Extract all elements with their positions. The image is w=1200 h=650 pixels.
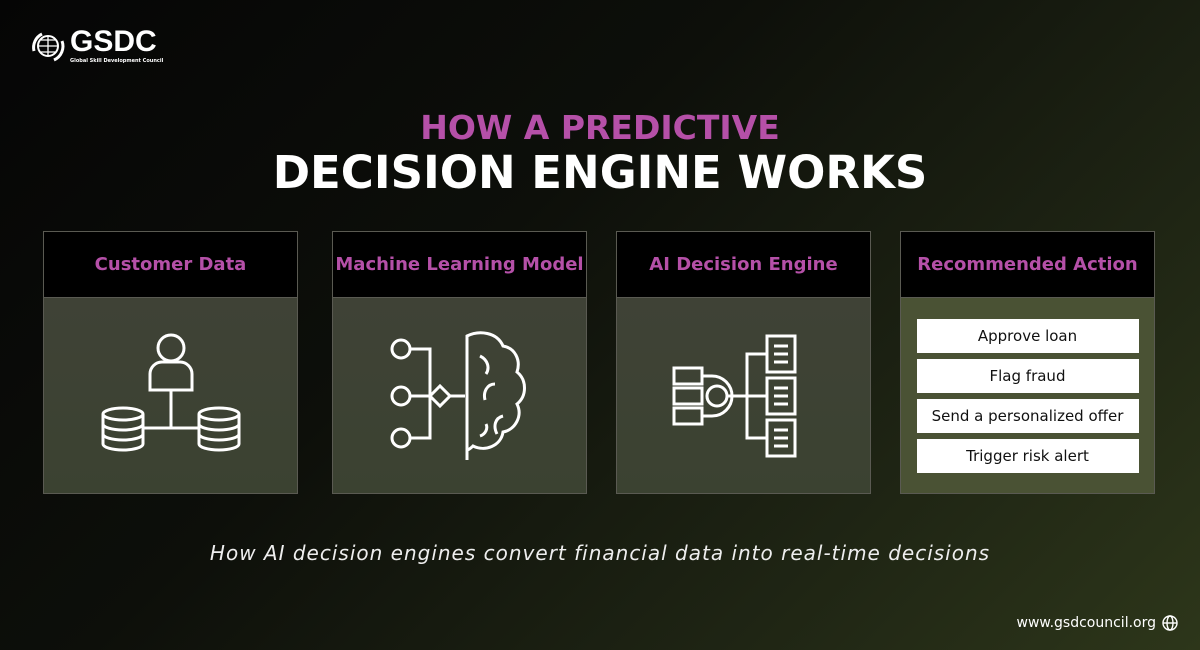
card-ml-model: Machine Learning Model — [332, 231, 587, 494]
card-title: Customer Data — [44, 232, 297, 298]
card-title: Recommended Action — [901, 232, 1154, 298]
title-line-1: HOW A PREDICTIVE — [420, 108, 780, 147]
subtitle: How AI decision engines convert financia… — [209, 541, 991, 565]
title-line-2: DECISION ENGINE WORKS — [272, 146, 928, 199]
globe-icon — [1162, 615, 1178, 631]
action-risk-alert: Trigger risk alert — [916, 438, 1139, 473]
action-flag-fraud: Flag fraud — [916, 358, 1139, 393]
action-approve-loan: Approve loan — [916, 318, 1139, 353]
card-recommended-action: Recommended Action Approve loan Flag fra… — [900, 231, 1155, 494]
card-title: Machine Learning Model — [333, 232, 586, 298]
card-ai-engine: AI Decision Engine — [616, 231, 871, 494]
user-database-icon — [101, 333, 240, 451]
footer-url[interactable]: www.gsdcouncil.org — [1017, 615, 1178, 631]
logo-name: GSDC — [70, 25, 157, 58]
brain-network-icon — [390, 330, 526, 460]
globe-logo-icon — [32, 32, 65, 62]
action-personalized-offer: Send a personalized offer — [916, 398, 1139, 433]
card-title: AI Decision Engine — [617, 232, 870, 298]
website-link[interactable]: www.gsdcouncil.org — [1016, 615, 1156, 631]
server-documents-icon — [672, 334, 796, 457]
logo-tagline: Global Skill Development Council — [70, 58, 164, 64]
card-customer-data: Customer Data — [43, 231, 298, 494]
